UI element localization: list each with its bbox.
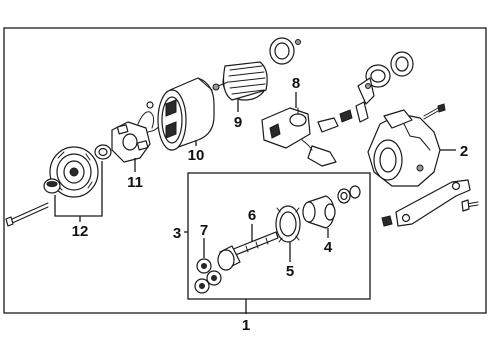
part-8-solenoid — [261, 101, 369, 167]
callout-4: 4 — [324, 239, 333, 256]
through-bolt — [5, 202, 49, 227]
callout-7: 7 — [200, 222, 208, 239]
outer-frame — [3, 27, 487, 314]
part-5-internal-gear — [275, 205, 301, 243]
callout-6: 6 — [248, 207, 256, 224]
mounting-bracket — [381, 179, 479, 227]
part-6-pinion-shaft — [217, 231, 279, 271]
callout-9: 9 — [234, 114, 242, 131]
part-2-drive-housing — [367, 103, 446, 187]
callout-12: 12 — [72, 223, 89, 240]
callout-1: 1 — [242, 317, 250, 334]
leader-lines — [54, 92, 456, 314]
callout-2: 2 — [460, 143, 468, 160]
callout-11: 11 — [127, 174, 143, 191]
callout-5: 5 — [286, 263, 294, 280]
part-7-planet-gears — [194, 258, 222, 294]
shims-upper-right — [357, 51, 414, 105]
callout-10: 10 — [188, 147, 205, 164]
callout-3: 3 — [173, 225, 181, 242]
callout-labels: 1 2 3 4 5 6 7 8 9 10 11 12 — [72, 75, 469, 334]
part-10-yoke — [157, 77, 215, 151]
callout-8: 8 — [292, 75, 300, 92]
part-12-end-cover — [43, 144, 112, 198]
part-11-brush-holder — [111, 101, 163, 163]
part-9-armature — [212, 61, 268, 101]
gasket-ring-top — [269, 37, 301, 65]
subassembly-box — [187, 172, 371, 300]
part-4-overrunning-clutch — [302, 185, 361, 229]
